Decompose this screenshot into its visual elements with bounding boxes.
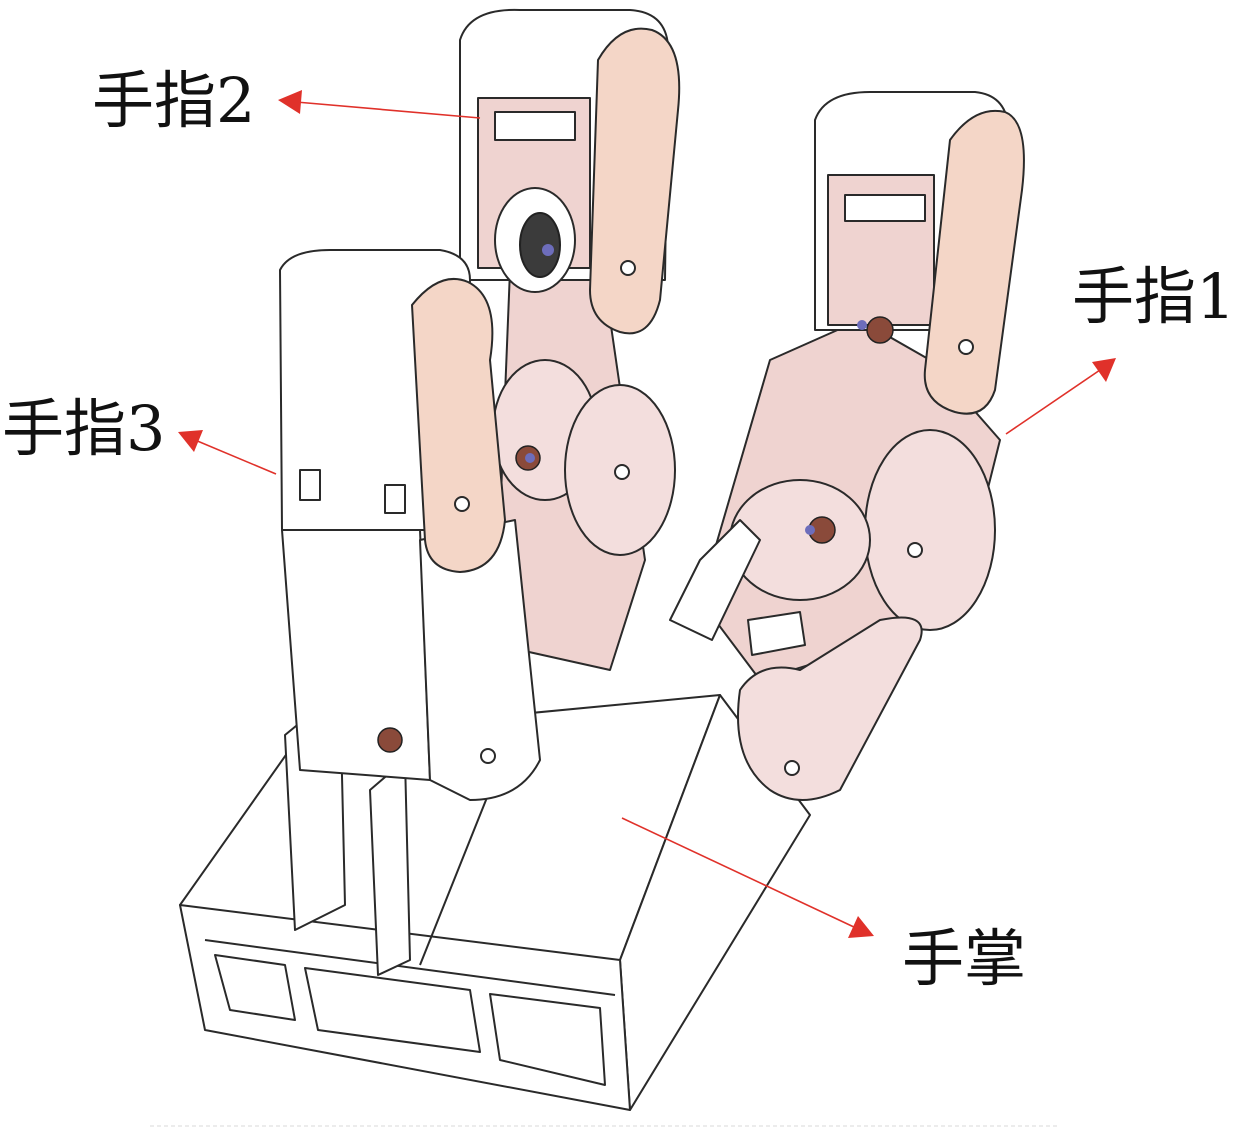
label-finger-2: 手指2 <box>92 64 256 137</box>
arrowhead-finger2 <box>278 90 302 114</box>
arrowhead-finger1 <box>1092 358 1116 382</box>
label-finger-3: 手指3 <box>2 392 166 465</box>
palm-body <box>179 689 811 1111</box>
finger-1 <box>669 91 1025 801</box>
arrow-finger3 <box>194 439 277 475</box>
label-finger-1: 手指1 <box>1072 260 1234 333</box>
arrowhead-palm <box>848 916 874 938</box>
arrow-finger1 <box>1005 369 1101 435</box>
arrow-finger2 <box>295 101 481 119</box>
arrowhead-finger3 <box>178 430 203 452</box>
finger-3 <box>279 249 541 801</box>
arrow-palm <box>621 817 857 929</box>
finger-2 <box>459 8 681 671</box>
annotation-arrows <box>178 90 1116 938</box>
label-palm: 手掌 <box>902 922 1027 995</box>
